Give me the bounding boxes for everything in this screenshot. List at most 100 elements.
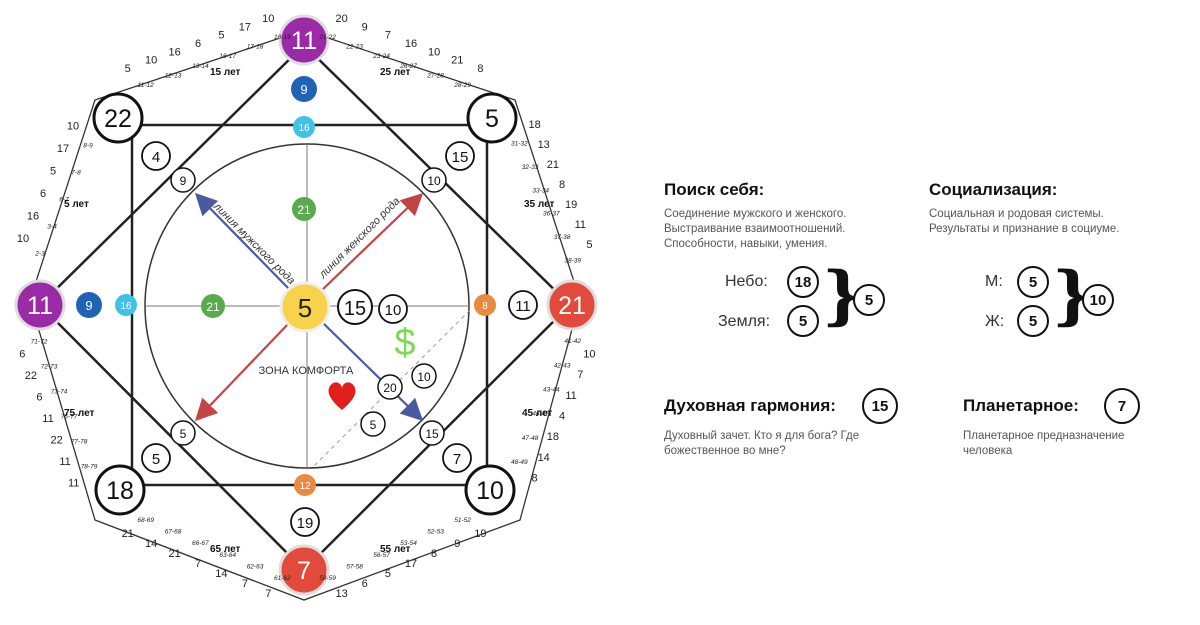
age-tick-range: 6-7	[59, 197, 69, 204]
male-line-label: линия мужского рода	[210, 200, 297, 287]
node-bottom-3: 12	[294, 474, 316, 496]
age-tick-value: 7	[265, 588, 271, 600]
node-c3: 20	[377, 374, 403, 400]
planetary-line-2: человека	[963, 445, 1013, 457]
node-center: 5	[279, 281, 331, 333]
age-tick-value: 13	[335, 588, 347, 600]
svg-text:4: 4	[152, 149, 160, 166]
age-65: 65 лет	[210, 544, 241, 555]
node-right: 21	[546, 279, 598, 331]
age-tick-range: 12-13	[165, 73, 182, 80]
male-line-upper	[194, 192, 291, 291]
node-top-2: 9	[291, 76, 317, 102]
female-line-upper	[321, 192, 424, 291]
age-tick-range: 47-48	[522, 435, 539, 442]
age-tick-value: 10	[145, 55, 157, 67]
svg-text:15: 15	[425, 427, 439, 441]
age-tick-value: 8	[559, 179, 565, 191]
age-tick-value: 17	[239, 21, 251, 33]
comfort-zone-label: ЗОНА КОМФОРТА	[259, 365, 354, 377]
age-tick-range: 37-38	[554, 234, 571, 241]
age-tick-range: 32-33	[522, 164, 539, 171]
age-tick-value: 7	[385, 30, 391, 42]
node-top-4: 21	[292, 197, 316, 221]
node-left: 11	[14, 279, 66, 331]
age-tick-range: 46-47	[532, 411, 549, 418]
m-value: 5	[1017, 266, 1049, 298]
m-label: М:	[985, 273, 1003, 290]
spiritual-line-2: божественное во мне?	[664, 445, 786, 457]
age-tick-range: 7-8	[71, 170, 81, 177]
svg-text:5: 5	[152, 451, 160, 468]
age-tick-value: 6	[195, 38, 201, 50]
age-tick-value: 13	[538, 139, 550, 151]
node-tl-3: 9	[170, 167, 196, 193]
node-br-3: 15	[419, 420, 445, 446]
age-tick-range: 36-37	[543, 211, 560, 218]
age-tick-range: 38-39	[564, 257, 581, 264]
age-tick-value: 5	[385, 568, 391, 580]
age-tick-value: 7	[577, 369, 583, 381]
age-tick-value: 11	[59, 456, 70, 468]
age-tick-value: 19	[565, 199, 577, 211]
social-line-1: Социальная и родовая системы.	[929, 208, 1104, 220]
age-tick-range: 72-73	[41, 364, 58, 371]
age-tick-range: 57-58	[346, 564, 363, 571]
age-tick-value: 14	[215, 568, 227, 580]
age-tick-value: 16	[27, 210, 39, 222]
social-title: Социализация:	[929, 180, 1058, 199]
node-top-right: 5	[466, 92, 518, 144]
age-5: 5 лет	[64, 199, 89, 210]
spiritual-title: Духовная гармония:	[664, 396, 836, 415]
f-value: 5	[1017, 305, 1049, 337]
earth-value: 5	[787, 305, 819, 337]
node-tr-3: 10	[421, 167, 447, 193]
node-left-2: 9	[76, 292, 102, 318]
age-tick-value: 6	[19, 349, 25, 361]
svg-text:15: 15	[452, 149, 469, 166]
search-line-3: Способности, навыки, умения.	[664, 238, 828, 250]
svg-text:21: 21	[558, 292, 586, 320]
age-tick-range: 66-67	[192, 540, 209, 547]
svg-text:16: 16	[298, 123, 310, 134]
svg-text:11: 11	[291, 27, 317, 55]
age-tick-value: 17	[57, 143, 69, 155]
node-bottom-2: 19	[290, 507, 320, 537]
age-tick-range: 28-29	[453, 82, 471, 89]
sky-value: 18	[787, 266, 819, 298]
age-tick-value: 18	[547, 431, 559, 443]
age-tick-value: 21	[547, 159, 559, 171]
age-tick-range: 78-79	[81, 464, 98, 471]
node-top-left: 22	[92, 92, 144, 144]
age-tick-value: 6	[362, 578, 368, 590]
svg-text:12: 12	[299, 481, 311, 492]
node-c2: 10	[378, 294, 408, 324]
age-tick-value: 6	[36, 392, 42, 404]
age-tick-value: 11	[565, 390, 576, 402]
svg-text:9: 9	[85, 298, 92, 313]
svg-text:10: 10	[476, 477, 504, 505]
svg-text:5: 5	[180, 427, 187, 441]
age-tick-range: 42-43	[554, 362, 571, 369]
age-tick-value: 10	[583, 348, 595, 360]
node-c5: 5	[360, 411, 386, 437]
age-tick-value: 6	[40, 188, 46, 200]
age-tick-value: 10	[67, 120, 79, 132]
node-left-4: 21	[201, 294, 225, 318]
age-tick-value: 18	[528, 119, 540, 131]
age-tick-value: 8	[477, 63, 483, 75]
svg-text:19: 19	[297, 515, 314, 532]
age-ticks: 5101665171011-1212-1313-1416-1717-1818-1…	[17, 13, 596, 600]
age-tick-range: 8-9	[83, 143, 93, 150]
age-tick-range: 17-18	[247, 44, 264, 51]
age-tick-value: 5	[125, 63, 131, 75]
planetary-line-1: Планетарное предназначение	[963, 430, 1125, 442]
age-tick-value: 14	[145, 538, 157, 550]
search-title: Поиск себя:	[664, 180, 765, 199]
age-tick-value: 10	[428, 46, 440, 58]
outer-octagon	[29, 29, 581, 601]
age-tick-range: 2-3	[34, 251, 45, 258]
age-tick-range: 73-74	[51, 389, 68, 396]
svg-text:16: 16	[120, 301, 132, 312]
age-tick-value: 7	[195, 558, 201, 570]
